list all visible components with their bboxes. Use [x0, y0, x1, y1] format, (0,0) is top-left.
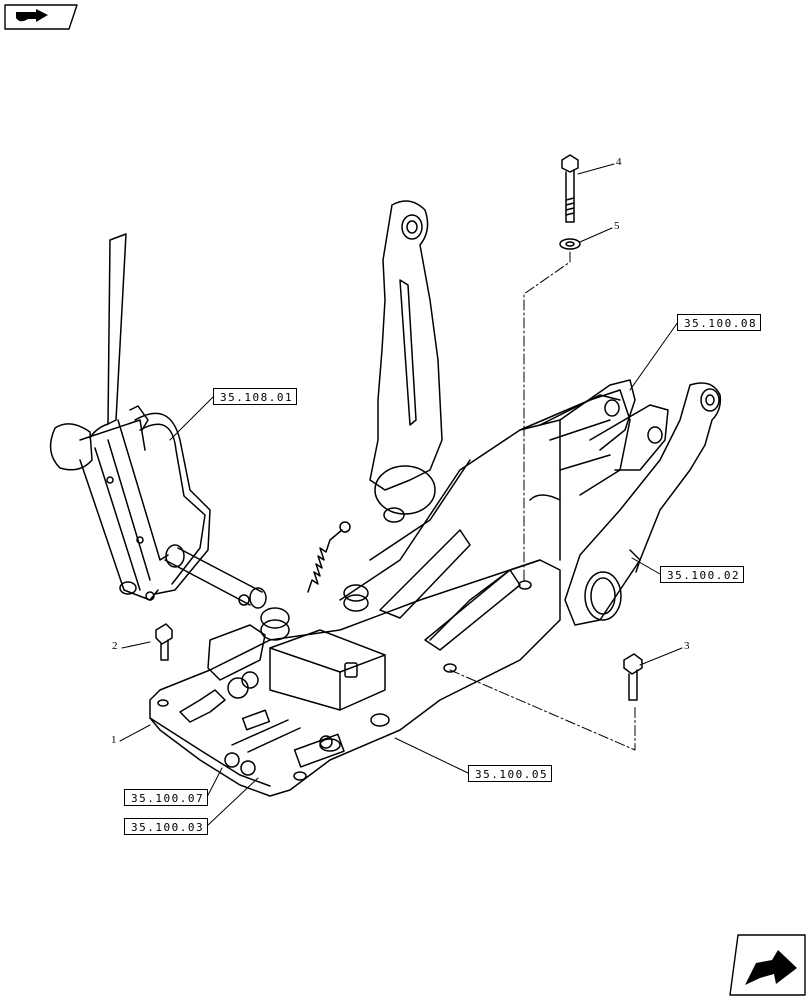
top-link-bracket [559, 379, 669, 471]
control-valve-block [179, 624, 386, 776]
ref-35-100-05[interactable]: 35.100.05 [468, 765, 552, 782]
ref-35-100-07[interactable]: 35.100.07 [124, 789, 208, 806]
rock-shaft [164, 544, 267, 609]
ref-35-100-02[interactable]: 35.100.02 [660, 566, 744, 583]
bolt-2 [155, 623, 173, 661]
callout-5: 5 [614, 220, 620, 232]
callout-1: 1 [111, 734, 117, 746]
leader-lines [119, 163, 683, 827]
ref-35-100-03[interactable]: 35.100.03 [124, 818, 208, 835]
bolt-4 [561, 154, 579, 223]
callout-2: 2 [112, 640, 118, 652]
callout-4: 4 [616, 156, 622, 168]
book-arrow-icon[interactable] [4, 4, 78, 30]
callout-3: 3 [684, 640, 690, 652]
washer-5 [559, 238, 581, 250]
assembly-center-lines [449, 251, 636, 751]
ref-35-108-01[interactable]: 35.108.01 [213, 388, 297, 405]
left-lift-arm [369, 200, 443, 515]
bolt-3 [623, 653, 643, 701]
control-lever-assembly [49, 233, 211, 601]
next-page-arrow-icon[interactable] [729, 934, 806, 996]
lift-housing [149, 389, 631, 797]
right-lift-arm [564, 382, 722, 626]
return-spring [307, 521, 351, 593]
ref-35-100-08[interactable]: 35.100.08 [677, 314, 761, 331]
